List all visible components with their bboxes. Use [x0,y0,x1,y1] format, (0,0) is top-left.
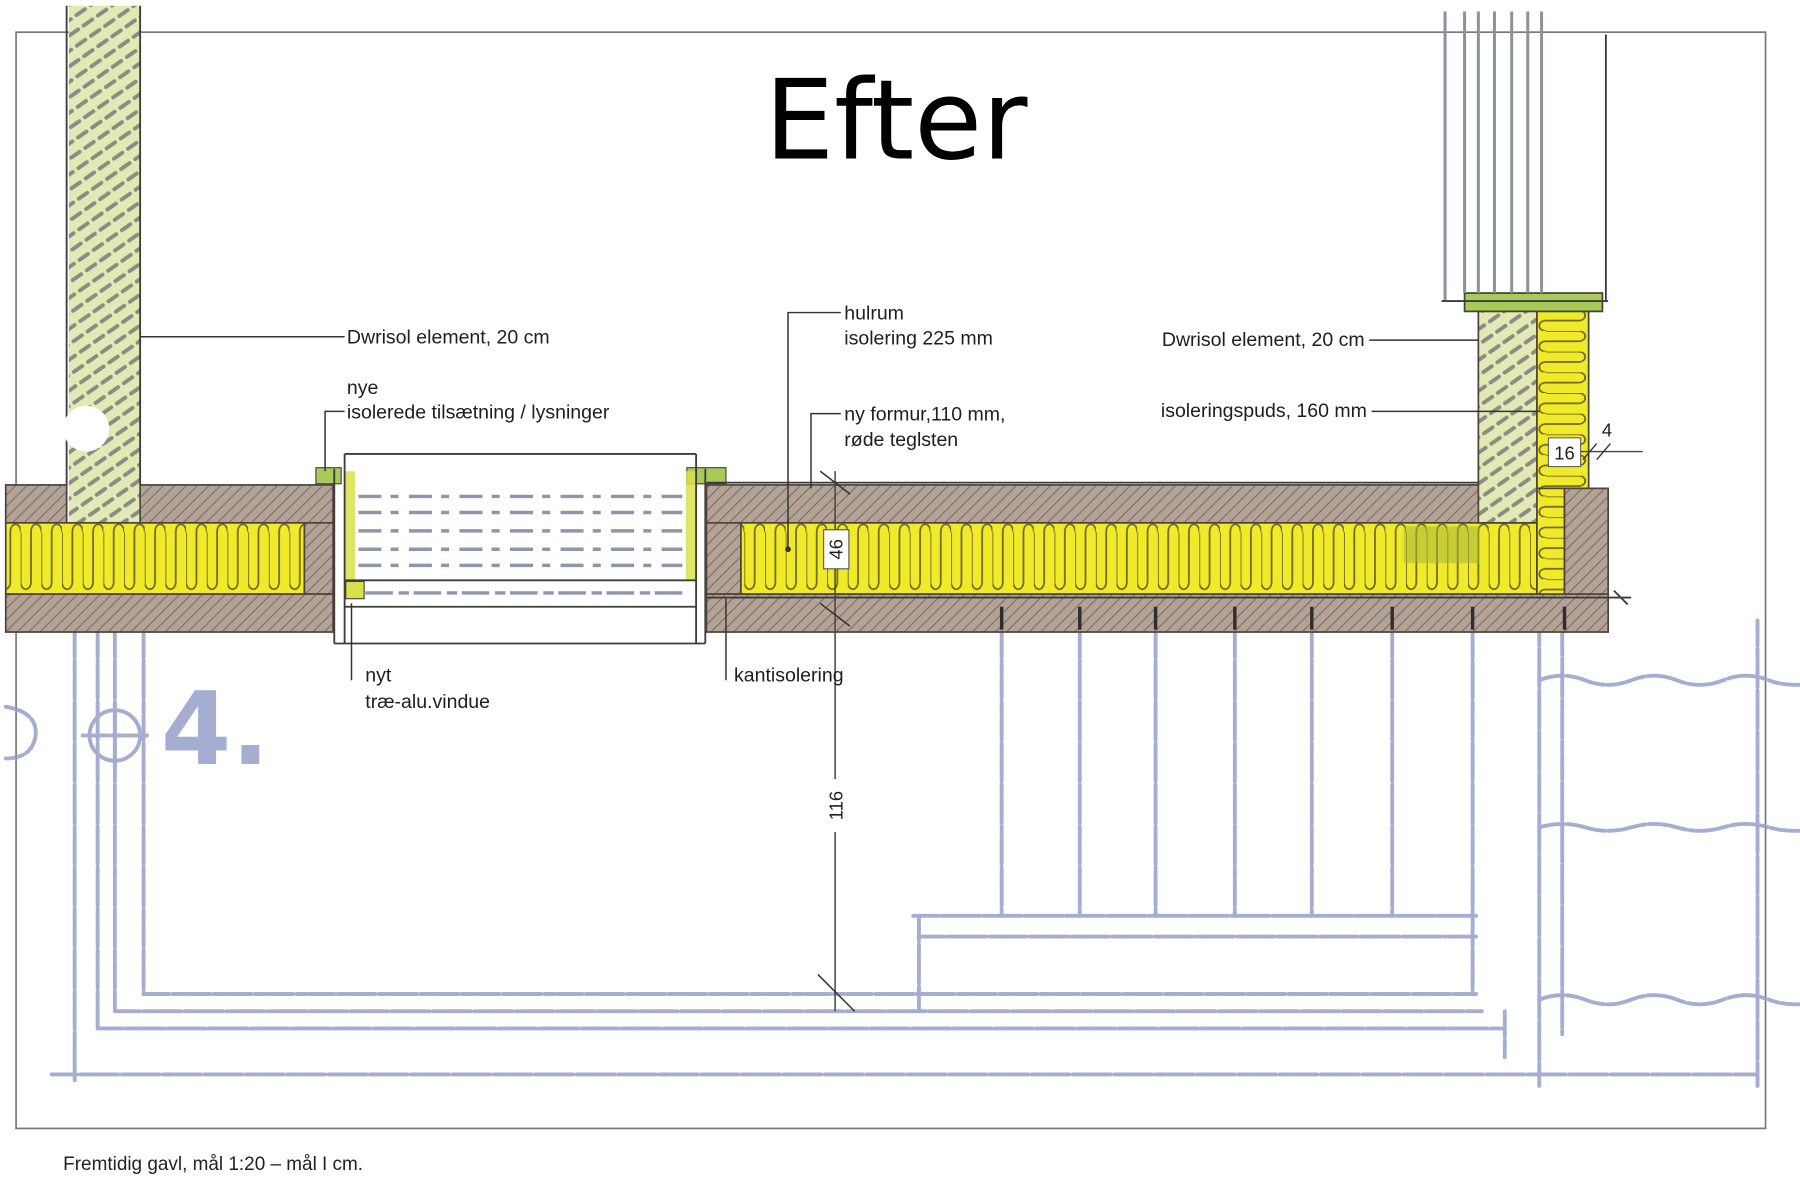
new-outer-leaf-brick [705,593,1610,633]
right-reveal-brick [705,521,742,595]
window-reveal-insulation [315,467,342,485]
window-frame-profile [345,580,365,600]
right-dwrisol-element [1477,309,1538,524]
dimension-plaster: 16 4 [1547,420,1643,468]
label-dwrisol-left: Dwrisol element, 20 cm [347,327,550,349]
sketch-symbol [3,704,38,761]
label-kantisolering: kantisolering [734,664,844,686]
insulating-plaster-160 [1536,487,1566,595]
dimension-46: 46 [826,539,847,559]
dimension-116: 116 [826,791,847,820]
label-isolerede-tilsaetning: isolerede tilsætning / lysninger [347,401,610,423]
label-dwrisol-right: Dwrisol element, 20 cm [1162,329,1365,351]
sketch-wavy-line [1537,821,1800,833]
page-title: Efter [765,58,1029,186]
right-inner-brick [705,484,1480,524]
leader-hulrum-dot [785,546,791,553]
label-nyt: nyt [365,664,392,686]
left-inner-brick [139,484,334,524]
left-outer-brick [4,593,334,633]
dimension-label-bg [1547,437,1582,468]
right-wall [705,11,1632,633]
drawing-caption: Fremtidig gavl, mål 1:20 – mål I cm. [63,1154,363,1175]
wall-face-tick [1613,589,1629,606]
label-formur: ny formur,110 mm, [844,404,1005,426]
leader-nye-isolerede [324,410,345,472]
label-isoleringspuds: isoleringspuds, 160 mm [1161,400,1367,422]
corner-brick-block [1563,487,1610,595]
insulation-shadow [1403,526,1480,564]
dimension-tick [819,470,851,495]
window-jamb-insulation [344,471,355,581]
sketch-plan-mark: 4. [161,670,270,788]
left-cavity-insulation [4,521,306,595]
label-trae-alu-vindue: træ-alu.vindue [365,691,490,713]
leader-hulrum [787,311,841,550]
underlying-sketch-plan [3,618,1800,1088]
dimension-label-bg [822,779,851,832]
leader-lines [140,311,1540,681]
sketch-wavy-line [1537,993,1800,1007]
window-opening [315,452,741,645]
window-jamb-insulation [685,471,697,581]
dimension-4: 4 [1602,420,1612,441]
left-wall [4,5,334,633]
dimension-tick [819,602,851,627]
dimension-tick [817,973,856,1012]
left-reveal-brick [303,521,334,595]
dimension-tick [1596,443,1611,461]
left-column-hole [63,405,110,452]
label-teglsten: røde teglsten [844,429,958,451]
sketch-wavy-line [1537,673,1800,687]
dimension-tick [1582,443,1598,461]
dimension-line-vertical: 46 116 [817,470,856,1012]
left-inner-brick [4,484,68,524]
top-cap-element [1463,292,1604,313]
label-hulrum: hulrum [844,302,904,324]
leader-formur [810,412,841,489]
label-nye: nye [347,377,378,399]
label-hulrum-isolering: isolering 225 mm [844,328,993,350]
dimension-label-bg [823,529,850,570]
dimension-16: 16 [1554,443,1574,464]
